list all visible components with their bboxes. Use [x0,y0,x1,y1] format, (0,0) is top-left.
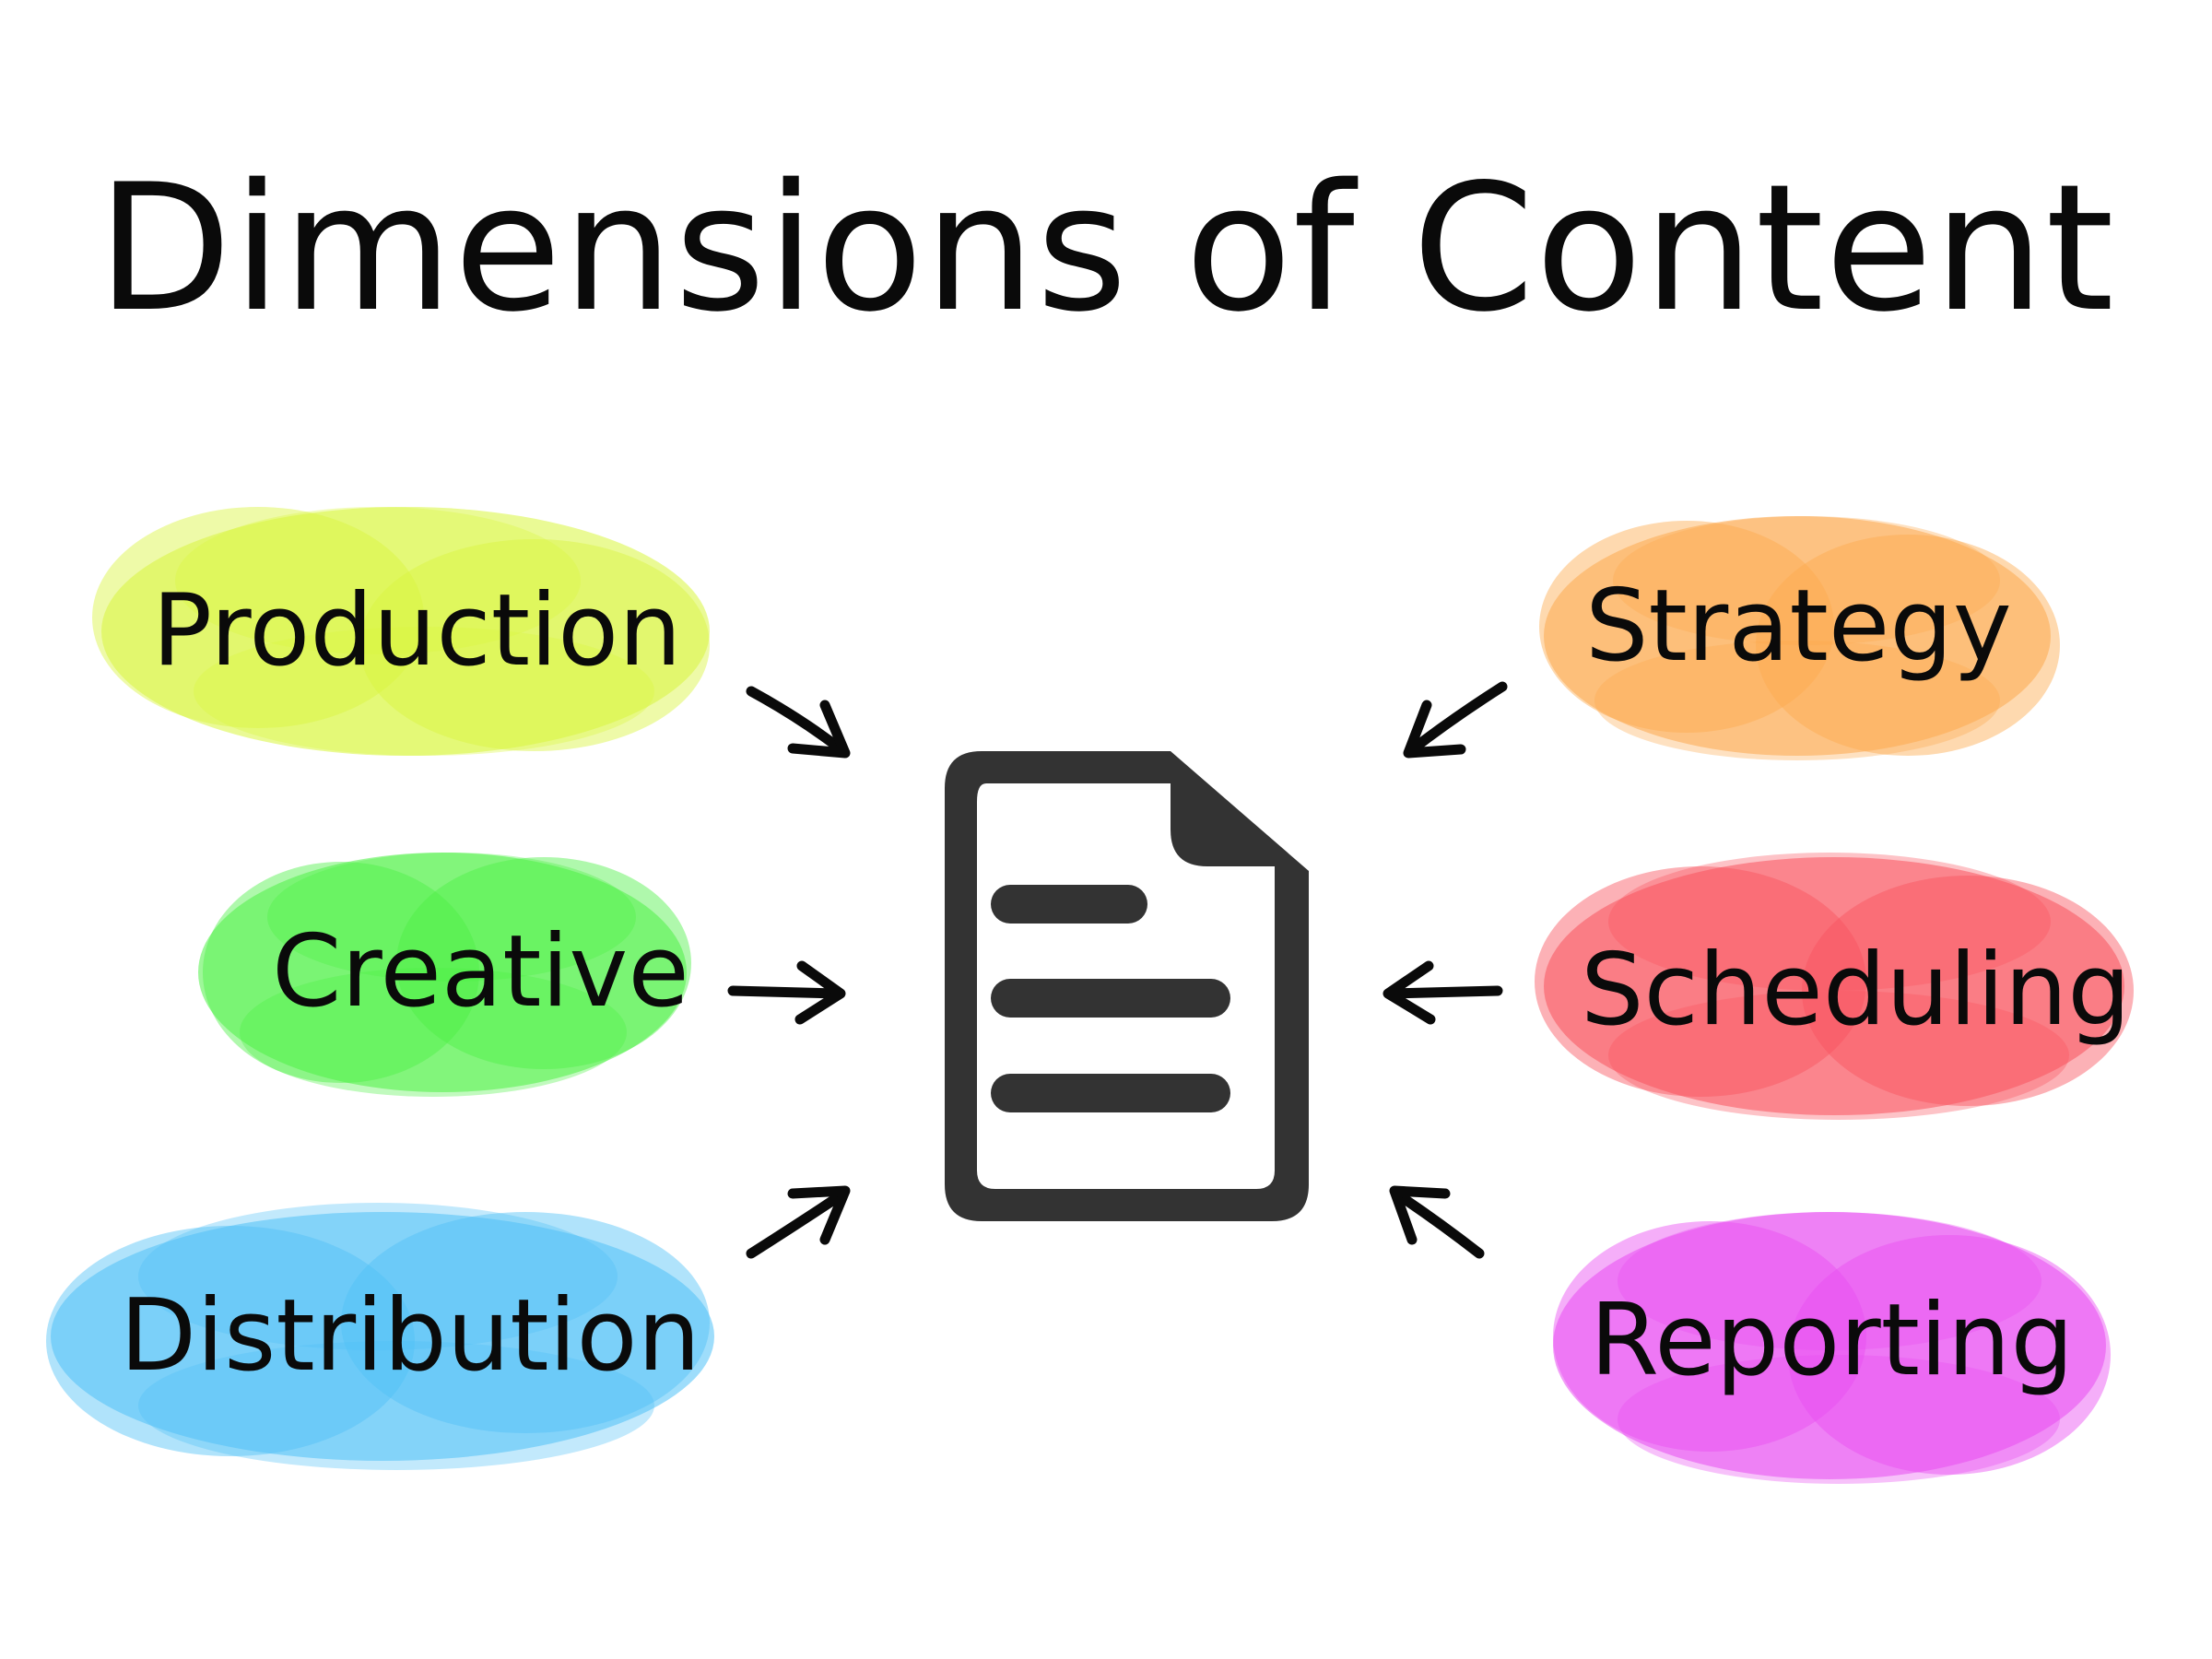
dimension-strategy: Strategy [1530,498,2065,774]
dimension-creative: Creative [184,834,700,1111]
dimension-label: Creative [272,914,689,1030]
arrow-icon [727,960,846,1025]
arrow-icon [1382,960,1503,1025]
watercolor-blob [1535,853,2134,1120]
watercolor-blob [92,507,710,756]
dimension-reporting: Reporting [1535,1189,2124,1502]
arrow-icon [1403,681,1508,759]
dimension-production: Production [74,479,737,783]
dimension-label: Distribution [120,1278,701,1394]
arrow-icon [746,686,851,759]
dimension-label: Strategy [1585,569,2012,684]
watercolor-blob [1553,1212,2111,1484]
page-title: Dimensions of Content [97,147,2115,350]
dimension-label: Production [152,573,682,688]
dimension-label: Scheduling [1581,933,2131,1048]
watercolor-blob [1539,516,2060,760]
dimension-distribution: Distribution [28,1184,737,1488]
arrow-icon [746,1185,851,1259]
watercolor-blob [46,1203,714,1470]
watercolor-blob [198,853,691,1097]
dimension-label: Reporting [1590,1283,2075,1398]
arrow-icon [1389,1185,1485,1259]
dimension-scheduling: Scheduling [1525,834,2143,1138]
